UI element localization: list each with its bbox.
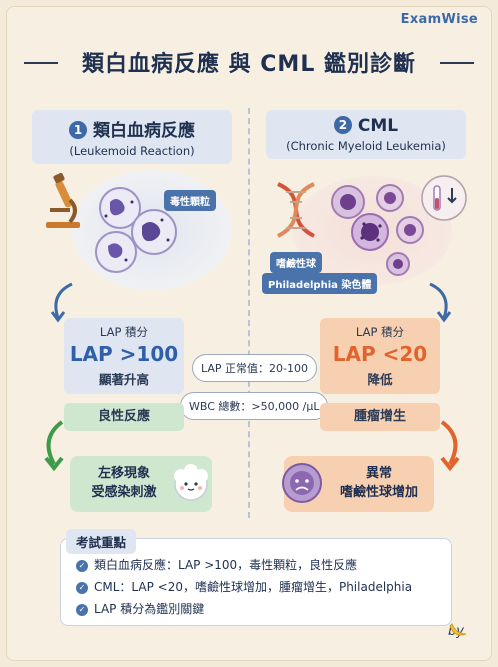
toxic-granule-tag: 毒性顆粒 [164, 190, 216, 211]
left-title: 類白血病反應 [93, 121, 195, 141]
right-outcome-line2: 嗜鹼性球增加 [339, 485, 418, 500]
key-point-text: CML：LAP <20，嗜鹼性球增加，腫瘤增生，Philadelphia [94, 580, 413, 594]
left-subtitle: (Leukemoid Reaction) [69, 144, 195, 158]
left-outcome-box: 左移現象 受感染刺激 [70, 456, 212, 512]
key-point-item: ✓ CML：LAP <20，嗜鹼性球增加，腫瘤增生，Philadelphia [76, 578, 412, 595]
right-orange-arrow-icon [440, 420, 460, 472]
left-lap-value: LAP >100 [69, 342, 179, 366]
brand-logo: ExamWise [400, 12, 478, 27]
title-line-left [24, 62, 58, 64]
basophil-tag: 嗜鹼性球 [270, 252, 322, 273]
key-point-item: ✓ 類白血病反應：LAP >100，毒性顆粒，良性反應 [76, 556, 357, 573]
center-divider [248, 108, 250, 518]
lap-normal-pill: LAP 正常值：20-100 [192, 354, 317, 382]
test-tube-icon [421, 175, 467, 221]
key-point-text: 類白血病反應：LAP >100，毒性顆粒，良性反應 [94, 558, 358, 572]
cloud-face-icon [174, 464, 208, 501]
left-lap-box: LAP 積分 LAP >100 顯著升高 [64, 318, 184, 394]
right-lap-value: LAP <20 [332, 342, 428, 366]
left-result: 良性反應 [64, 403, 184, 431]
cml-cells-icon [331, 184, 424, 276]
left-lap-label: LAP 積分 [99, 325, 149, 339]
banana-icon [449, 623, 467, 636]
dna-icon [277, 182, 315, 238]
key-point-text: LAP 積分為鑑別關鍵 [94, 602, 205, 616]
right-lap-label: LAP 積分 [355, 325, 405, 339]
right-result: 腫瘤增生 [320, 403, 440, 431]
right-lap-desc: 降低 [367, 372, 393, 387]
page-title: 類白血病反應 與 CML 鑑別診斷 [81, 52, 417, 77]
key-points-heading: 考試重點 [66, 529, 137, 554]
right-outcome-line1: 異常 [365, 466, 392, 481]
right-header: 2 CML (Chronic Myeloid Leukemia) [266, 110, 466, 159]
key-point-item: ✓ LAP 積分為鑑別關鍵 [76, 600, 204, 617]
right-title: CML [357, 116, 399, 136]
check-icon: ✓ [76, 582, 88, 594]
right-number-badge: 2 [333, 116, 352, 134]
right-subtitle: (Chronic Myeloid Leukemia) [286, 139, 446, 153]
sad-cell-icon [282, 463, 322, 503]
left-outcome-line1: 左移現象 [97, 466, 150, 481]
left-curve-arrow-icon [50, 282, 73, 323]
microscope-icon [46, 172, 80, 228]
right-lap-box: LAP 積分 LAP <20 降低 [320, 318, 440, 394]
check-icon: ✓ [76, 604, 88, 616]
neutrophil-cells-icon [95, 187, 177, 273]
right-curve-arrow-icon [429, 282, 452, 323]
wbc-pill: WBC 總數：>50,000 /μL [180, 392, 329, 420]
left-header: 1 類白血病反應 (Leukemoid Reaction) [32, 110, 232, 164]
title-line-right [440, 62, 474, 64]
left-number-badge: 1 [69, 121, 87, 139]
left-lap-desc: 顯著升高 [98, 372, 149, 387]
philadelphia-tag: Philadelphia 染色體 [262, 273, 378, 294]
check-icon: ✓ [76, 560, 88, 572]
left-outcome-line2: 受感染刺激 [91, 485, 157, 500]
left-green-arrow-icon [44, 420, 64, 472]
